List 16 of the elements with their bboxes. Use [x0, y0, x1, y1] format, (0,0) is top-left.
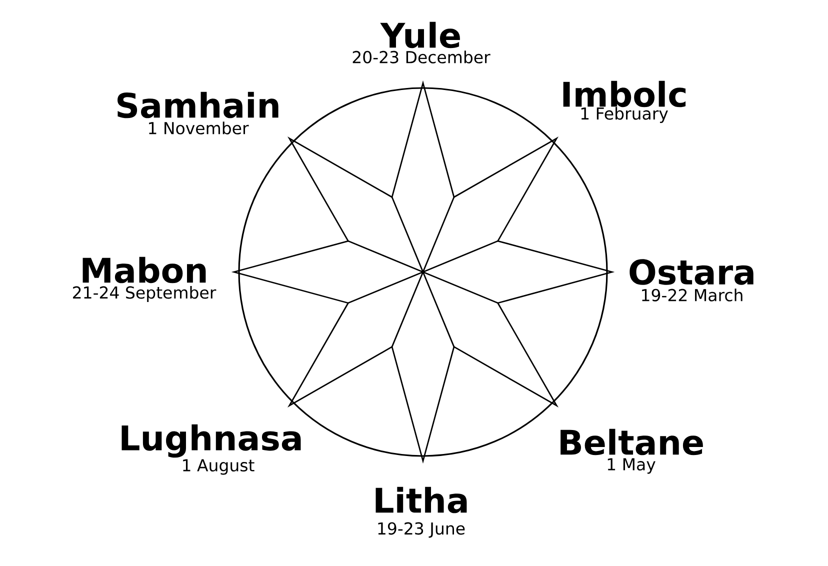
festival-date: 20-23 December [352, 50, 490, 64]
festival-name: Yule [380, 22, 460, 48]
festival-name: Litha [376, 486, 467, 514]
festival-date: 1 August [183, 459, 254, 475]
festival-name: Imbolc [563, 80, 686, 108]
festival-date: 1 May [608, 458, 656, 474]
festival-date: 19-23 June [378, 522, 465, 538]
festival-name: Ostara [630, 259, 754, 285]
festival-date: 19-22 March [642, 288, 742, 302]
festival-date: 1 November [149, 122, 249, 134]
festival-name: Samhain [118, 92, 278, 118]
festival-name: Mabon [82, 256, 206, 284]
festival-date: 1 February [581, 107, 668, 123]
festival-name: Lughnasa [122, 424, 301, 458]
festival-date: 21-24 September [73, 286, 216, 302]
festival-name: Beltane [560, 428, 703, 456]
